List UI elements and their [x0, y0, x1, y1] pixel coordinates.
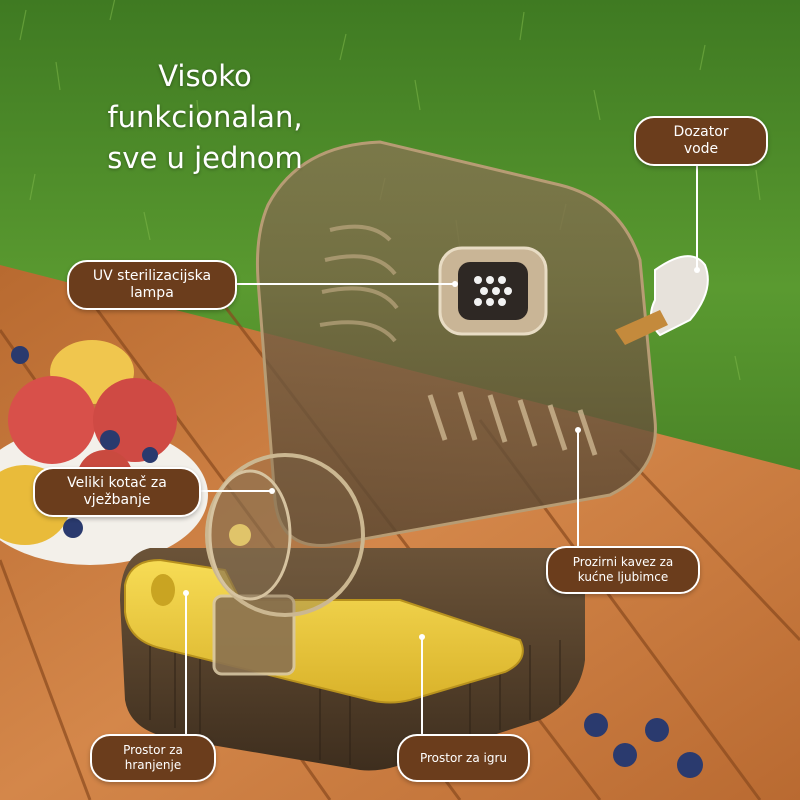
callout-feeding-area: Prostor za hranjenje — [90, 734, 216, 782]
callout-text: Prostor za igru — [419, 750, 508, 765]
callout-text: Veliki kotač za — [67, 474, 167, 491]
callout-uv-lamp: UV sterilizacijska lampa — [67, 260, 237, 310]
callout-text: Dozator — [673, 123, 729, 140]
callout-exercise-wheel: Veliki kotač za vježbanje — [33, 467, 201, 517]
cage-lid — [255, 140, 657, 547]
callout-text: vode — [683, 141, 719, 157]
callout-text: UV sterilizacijska — [92, 267, 212, 284]
headline-line: sve u jednom — [107, 141, 303, 175]
dispenser-nozzle — [615, 310, 668, 345]
headline-line: funkcionalan, — [107, 100, 303, 134]
callout-play-area: Prostor za igru — [397, 734, 530, 782]
uv-led-dots — [474, 276, 512, 306]
callout-leader-lines — [185, 162, 698, 740]
headline: Visoko funkcionalan, sve u jednom — [70, 56, 340, 179]
headline-line: Visoko — [158, 59, 252, 93]
lid-vent-arcs — [319, 224, 399, 343]
callout-text: vježbanje — [83, 492, 151, 508]
apple-fruit — [93, 378, 177, 462]
lid-bars — [427, 391, 598, 456]
wheel-axle — [229, 524, 251, 546]
callout-text: Prostor za — [123, 743, 183, 757]
callout-water-dispenser: Dozator vode — [634, 116, 768, 166]
leader-dots — [183, 267, 700, 640]
base-ribs — [149, 640, 561, 765]
callout-text: hranjenje — [124, 758, 182, 772]
blueberries — [11, 346, 703, 778]
callout-transparent-cage: Prozirni kavez za kućne ljubimce — [546, 546, 700, 594]
apple-fruit — [8, 376, 96, 464]
callout-text: lampa — [130, 285, 174, 301]
callout-text: kućne ljubimce — [577, 570, 669, 584]
callout-text: Prozirni kavez za — [572, 555, 674, 569]
feeding-hole — [151, 574, 175, 606]
